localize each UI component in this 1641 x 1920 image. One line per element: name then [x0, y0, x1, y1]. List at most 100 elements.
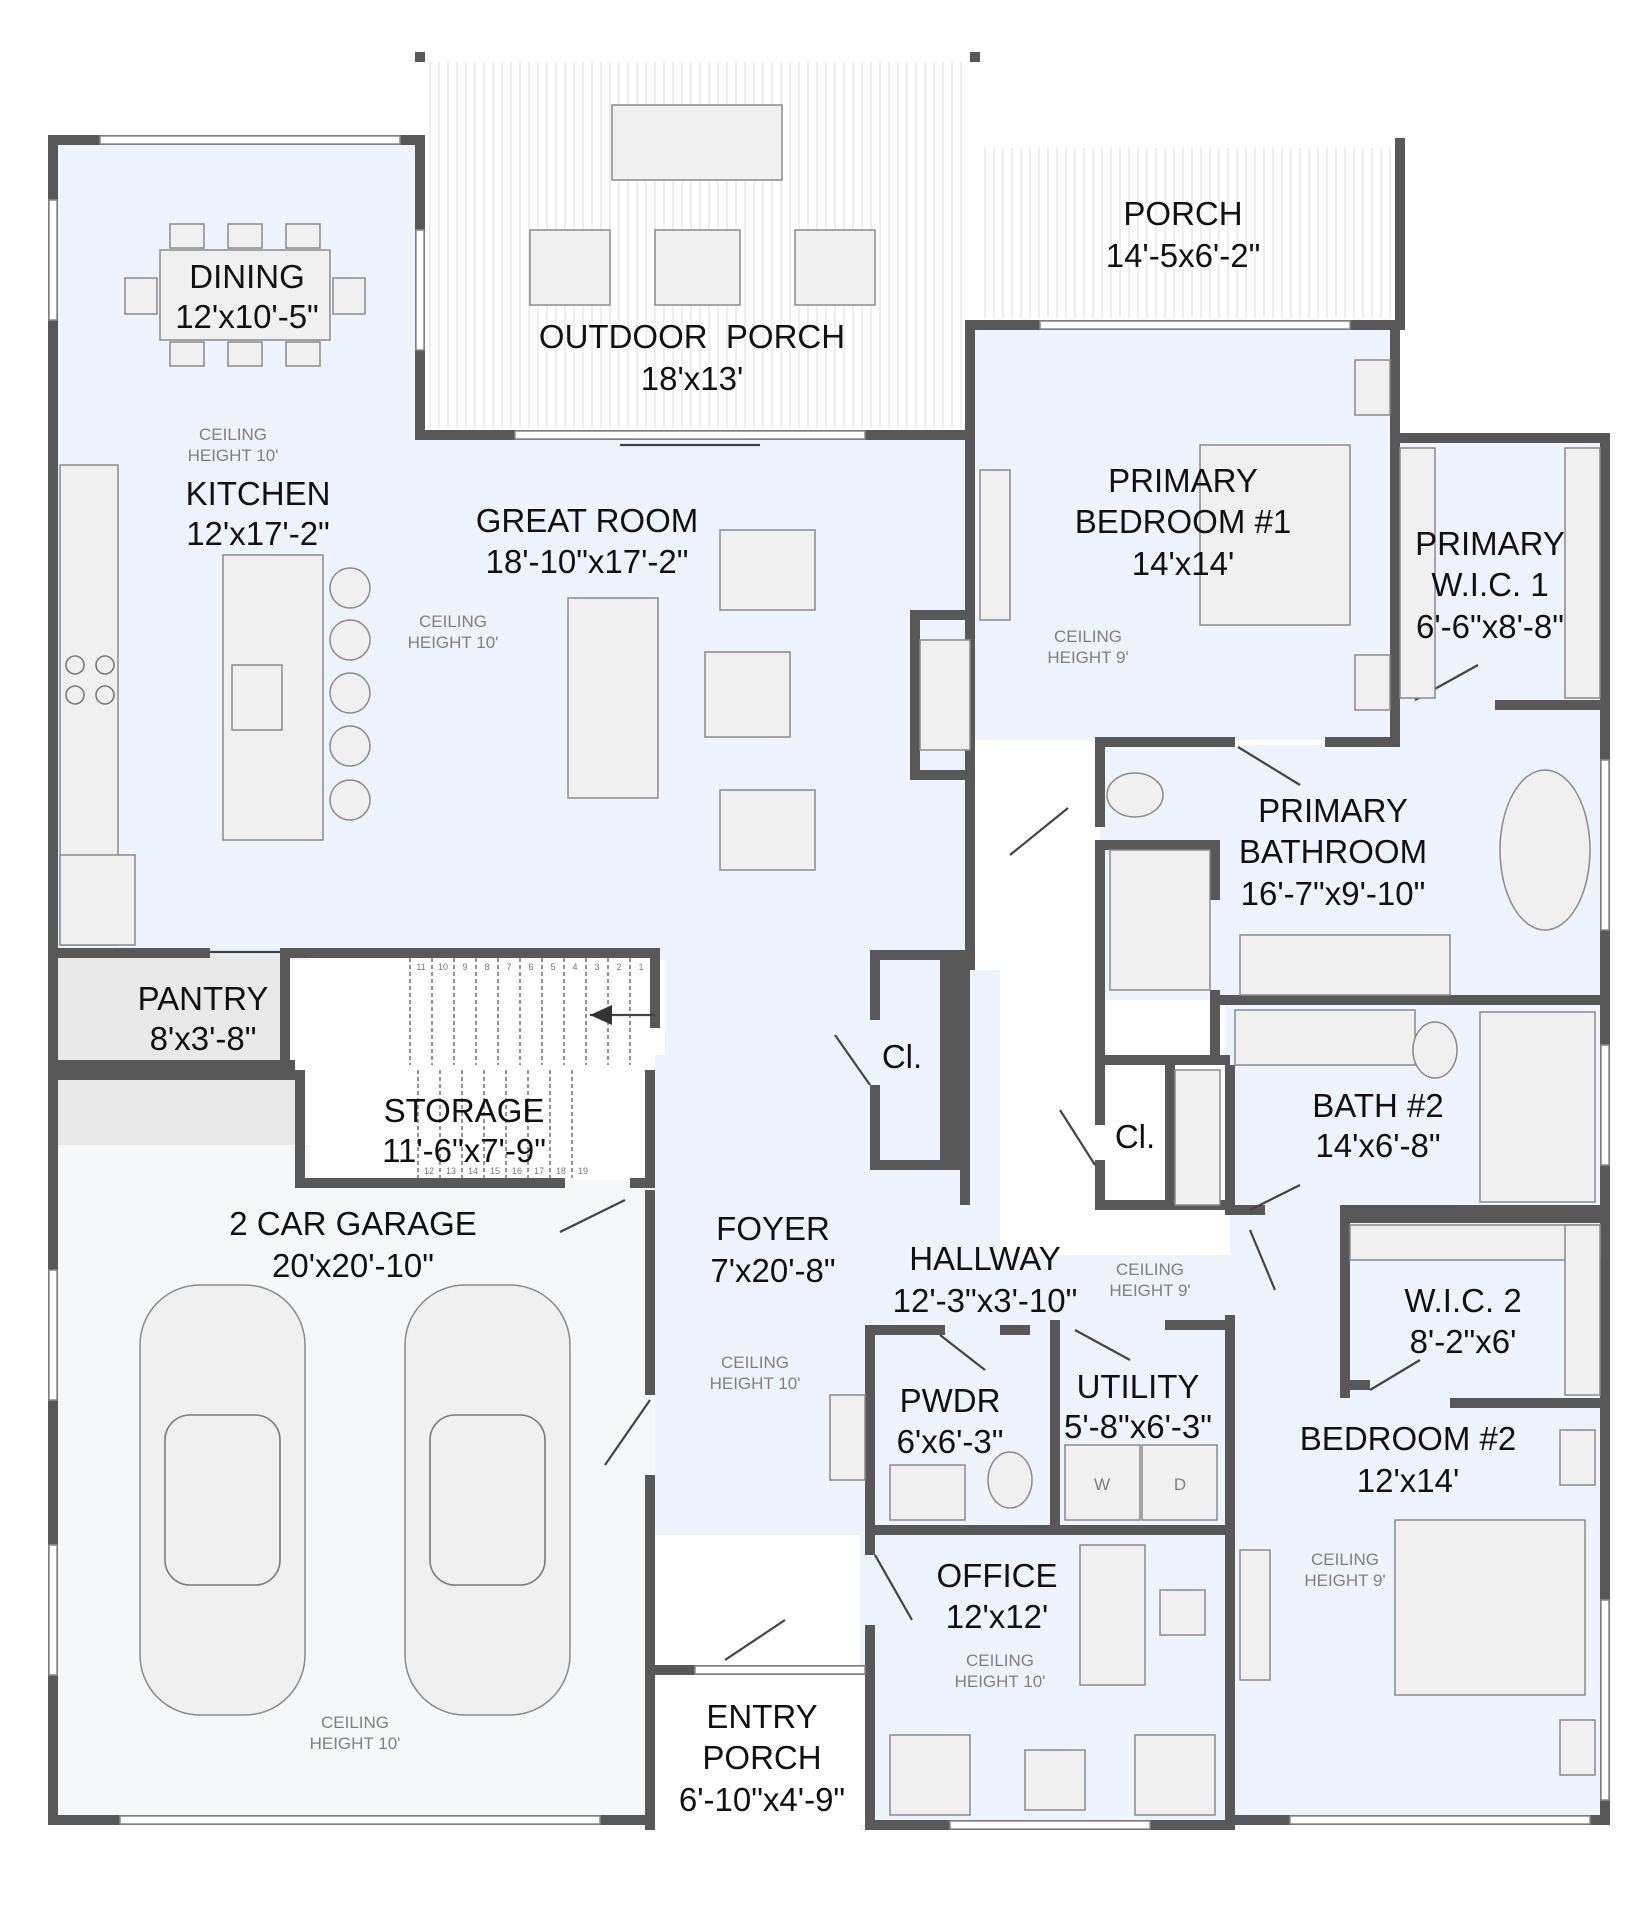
- window-bedroom2-east: [1600, 1599, 1610, 1801]
- office-desk: [1079, 1544, 1146, 1686]
- wall-wic-south: [1495, 700, 1610, 710]
- windows: [48, 135, 1610, 1830]
- armchair-2: [719, 789, 816, 871]
- stair-number: 7: [506, 962, 511, 972]
- door-entry[interactable]: [724, 1619, 786, 1661]
- great-room-name: GREAT ROOM: [476, 502, 698, 539]
- door-bedroom1[interactable]: [1009, 807, 1069, 856]
- storage-name: STORAGE: [384, 1092, 545, 1129]
- bedroom2-size: 12'x14': [1357, 1462, 1460, 1499]
- island-sink: [231, 664, 283, 731]
- door-primary-bath[interactable]: [1237, 746, 1301, 786]
- kitchen-name: KITCHEN: [186, 475, 331, 512]
- office-size: 12'x12': [946, 1598, 1049, 1635]
- wall-office-east: [1225, 1535, 1235, 1830]
- wall-pantry-east: [280, 948, 290, 1068]
- stair-arrow-head: [590, 1005, 612, 1025]
- stair-number: 15: [490, 1166, 500, 1176]
- utility-name: UTILITY: [1077, 1368, 1200, 1405]
- ceiling-garage-2: HEIGHT 10': [310, 1734, 401, 1753]
- wall-closet-right: [1165, 1065, 1175, 1210]
- fridge: [59, 854, 136, 946]
- stair-number: 1: [638, 962, 643, 972]
- garage-door[interactable]: [119, 1815, 601, 1825]
- bath2-name: BATH #2: [1312, 1087, 1443, 1124]
- stair-number: 5: [550, 962, 555, 972]
- wall-utility-east: [1225, 1315, 1235, 1535]
- wall-bedroom1-east: [1390, 320, 1400, 745]
- office-armchair-2: [1134, 1734, 1216, 1816]
- wall-bath-west-top: [1095, 737, 1105, 827]
- office-armchair-1: [889, 1734, 971, 1816]
- kitchen-size: 12'x17'-2": [186, 515, 330, 552]
- dryer-label: D: [1174, 1475, 1186, 1494]
- fireplace-side: [910, 610, 920, 780]
- wall-pwdr-north-a: [865, 1325, 945, 1335]
- door-wic2[interactable]: [1369, 1359, 1421, 1391]
- wall-wic2-west: [1340, 1213, 1350, 1398]
- hallway-name: HALLWAY: [909, 1240, 1061, 1277]
- porch-sofa: [611, 104, 783, 181]
- door-closet2[interactable]: [1059, 1109, 1096, 1166]
- window-garage-west-1: [48, 1269, 58, 1401]
- wall-pantry-south: [55, 1060, 295, 1070]
- door-garage[interactable]: [604, 1399, 651, 1466]
- window-office-south: [949, 1820, 1151, 1830]
- door-closet1[interactable]: [834, 1034, 871, 1086]
- primary-bedroom-name-2: BEDROOM #1: [1075, 503, 1291, 540]
- garage-size: 20'x20'-10": [272, 1247, 434, 1284]
- primary-bathroom-name-2: BATHROOM: [1239, 833, 1427, 870]
- pwdr-toilet: [987, 1451, 1033, 1509]
- wall-closet1-west-bottom: [870, 1085, 880, 1165]
- wall-bedroom1-south-a: [1095, 737, 1235, 747]
- dining-name: DINING: [189, 258, 305, 295]
- door-pwdr[interactable]: [939, 1334, 986, 1371]
- pwdr-name: PWDR: [900, 1382, 1001, 1419]
- room-labels: DINING 12'x10'-5" OUTDOOR PORCH 18'x13' …: [138, 195, 1565, 1818]
- wall-office-west-top: [865, 1525, 875, 1555]
- office-table: [1024, 1749, 1086, 1811]
- outdoor-porch-size: 18'x13': [641, 360, 744, 397]
- wall-pwdr-utility: [1050, 1320, 1060, 1535]
- stair-number: 13: [446, 1166, 456, 1176]
- window-entry: [694, 1665, 866, 1675]
- stair-number: 16: [512, 1166, 522, 1176]
- stair-number: 17: [534, 1166, 544, 1176]
- door-utility[interactable]: [1074, 1329, 1131, 1361]
- bed-2: [1394, 1519, 1586, 1696]
- fireplace-insert: [919, 639, 971, 751]
- doors[interactable]: [210, 443, 1479, 1661]
- ceiling-office-1: CEILING: [966, 1651, 1034, 1670]
- wall-porch-east: [1395, 138, 1405, 328]
- door-bath2[interactable]: [1249, 1184, 1301, 1211]
- wall-closet-south: [1095, 1200, 1235, 1210]
- wall-garage-east-b: [645, 1475, 655, 1830]
- wall-shower-east-bottom: [1210, 990, 1220, 1055]
- closet-1-name: Cl.: [882, 1038, 922, 1075]
- wall-storage-east: [645, 1070, 655, 1185]
- wall-pwdr-west: [865, 1325, 875, 1525]
- wall-closet1-west-top: [870, 950, 880, 1020]
- stair-number: 14: [468, 1166, 478, 1176]
- wall-bath2-south-a: [1225, 1205, 1265, 1215]
- window-kitchen-north: [99, 135, 401, 145]
- wall-bath2-west: [1225, 1065, 1235, 1215]
- fireplace-top: [910, 610, 970, 620]
- window-bedroom2-south: [1289, 1815, 1591, 1825]
- outdoor-porch-name: OUTDOOR PORCH: [539, 318, 845, 355]
- ceiling-bed1-2: HEIGHT 9': [1047, 648, 1128, 667]
- sofa: [567, 597, 659, 799]
- door-storage[interactable]: [559, 1199, 626, 1233]
- closet1-shelf: [940, 955, 965, 1160]
- office-name: OFFICE: [937, 1557, 1058, 1594]
- door-office[interactable]: [874, 1554, 913, 1621]
- door-bedroom2[interactable]: [1248, 1229, 1277, 1291]
- ceiling-hall-2: HEIGHT 9': [1109, 1281, 1190, 1300]
- dining-chair: [124, 277, 158, 315]
- window-dining-west: [48, 199, 58, 321]
- porch-size: 14'-5x6'-2": [1106, 237, 1261, 274]
- ceiling-kitchen-2: HEIGHT 10': [188, 446, 279, 465]
- wall-office-west: [865, 1625, 875, 1830]
